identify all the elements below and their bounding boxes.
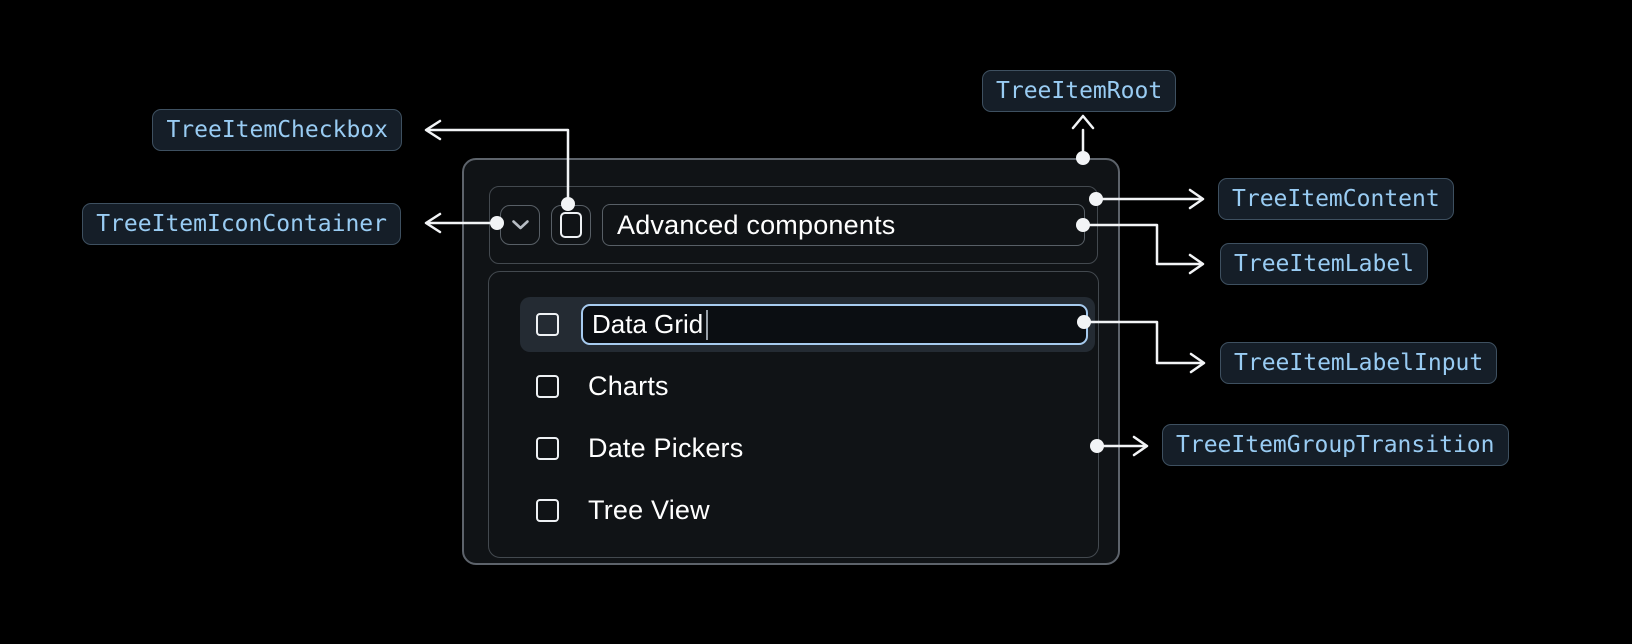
badge-text: TreeItemLabelInput: [1234, 350, 1484, 376]
label-input-value: Data Grid: [592, 309, 704, 339]
tree-item-icon-container[interactable]: [500, 205, 540, 245]
badge-text: TreeItemRoot: [996, 78, 1163, 104]
arrowhead-right-icon: [1188, 253, 1205, 275]
checkbox-icon[interactable]: [536, 374, 559, 398]
tree-item-content[interactable]: Advanced components: [489, 186, 1098, 264]
arrowhead-right-icon: [1189, 352, 1206, 374]
checkbox-icon[interactable]: [536, 313, 559, 336]
badge-tree-item-checkbox: TreeItemCheckbox: [152, 109, 402, 151]
badge-text: TreeItemCheckbox: [166, 117, 388, 143]
tree-item-label: Charts: [588, 370, 669, 401]
badge-tree-item-content: TreeItemContent: [1218, 178, 1454, 220]
badge-text: TreeItemLabel: [1234, 251, 1415, 277]
arrowhead-left-icon: [424, 119, 442, 141]
badge-tree-item-label-input: TreeItemLabelInput: [1220, 342, 1498, 384]
tree-item-label: Tree View: [588, 494, 710, 525]
parent-label-text: Advanced components: [617, 209, 896, 240]
tree-item-tree-view[interactable]: Tree View: [536, 493, 710, 527]
tree-item-label: Advanced components: [602, 204, 1085, 246]
arrowhead-right-icon: [1132, 435, 1149, 457]
tree-item-charts[interactable]: Charts: [536, 369, 669, 403]
badge-text: TreeItemContent: [1232, 186, 1440, 212]
badge-tree-item-group-transition: TreeItemGroupTransition: [1162, 424, 1509, 466]
tree-item-date-pickers[interactable]: Date Pickers: [536, 431, 743, 465]
tree-item-root: Advanced components Data Grid Charts Dat…: [462, 158, 1120, 565]
text-cursor-icon: [706, 309, 709, 340]
badge-tree-item-root: TreeItemRoot: [982, 70, 1177, 112]
badge-text: TreeItemGroupTransition: [1176, 432, 1495, 458]
badge-text: TreeItemIconContainer: [96, 211, 387, 237]
checkbox-icon[interactable]: [536, 436, 559, 460]
chevron-down-icon: [511, 220, 529, 230]
arrowhead-up-icon: [1071, 114, 1095, 130]
checkbox-icon: [560, 212, 582, 238]
arrowhead-left-icon: [424, 212, 442, 234]
tree-item-checkbox[interactable]: [551, 205, 591, 245]
arrowhead-right-icon: [1188, 188, 1205, 210]
tree-item-label: Date Pickers: [588, 432, 744, 463]
checkbox-icon[interactable]: [536, 498, 559, 522]
tree-item-group-transition: Data Grid Charts Date Pickers Tree View: [488, 271, 1099, 558]
tree-item-data-grid[interactable]: Data Grid: [520, 297, 1095, 352]
badge-tree-item-icon-container: TreeItemIconContainer: [82, 203, 401, 245]
badge-tree-item-label: TreeItemLabel: [1220, 243, 1429, 285]
tree-item-label-input[interactable]: Data Grid: [581, 304, 1088, 345]
